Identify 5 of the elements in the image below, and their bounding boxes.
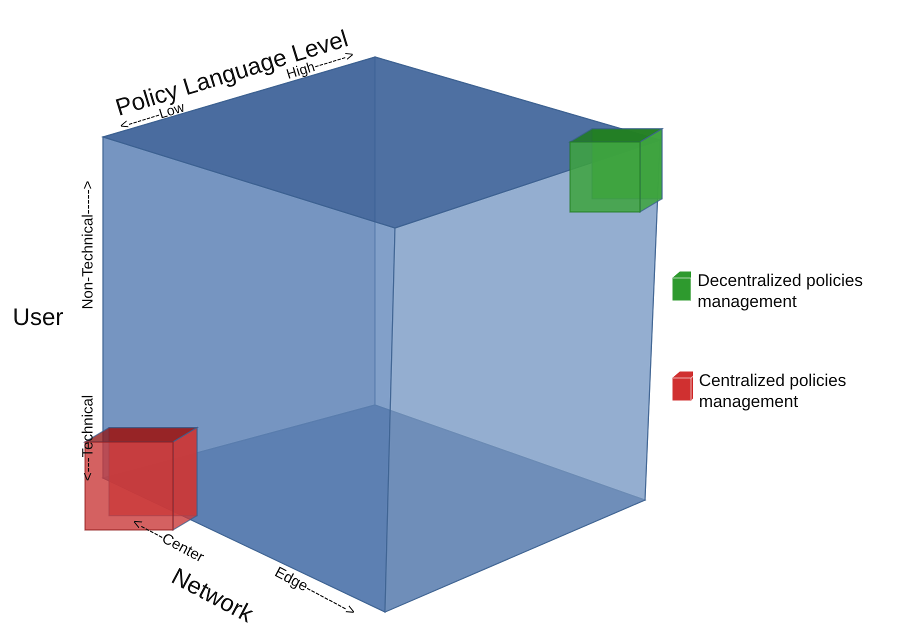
axis-title: User: [12, 304, 64, 332]
axis-label: Non-Technical----->: [80, 180, 96, 310]
legend-label: Decentralized policies management: [697, 270, 864, 312]
legend-label: Centralized policies management: [698, 370, 848, 412]
axis-label: <---Technical: [80, 394, 96, 482]
